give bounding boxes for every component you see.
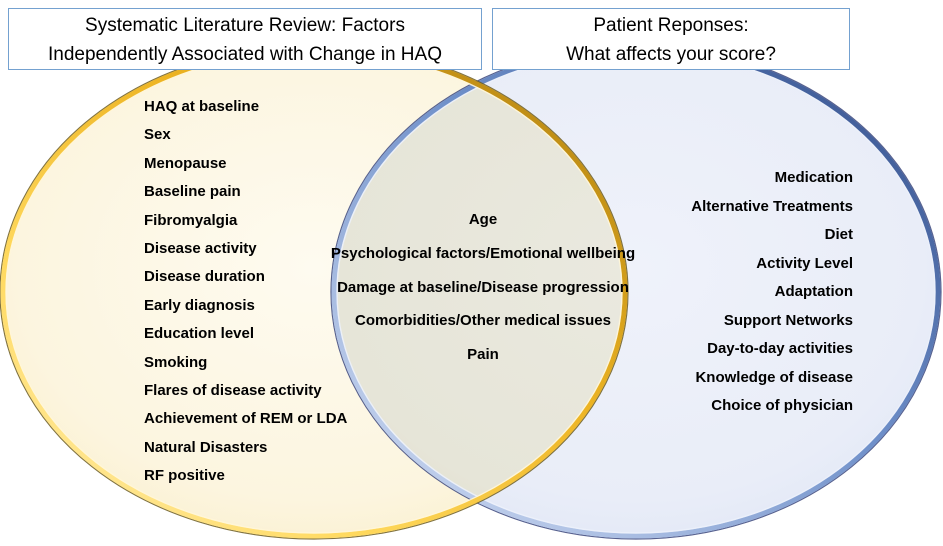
overlap-item: Comorbidities/Other medical issues (355, 312, 611, 330)
left-circle-item: HAQ at baseline (144, 98, 260, 115)
left-circle-item: Natural Disasters (144, 438, 268, 456)
title-line: Independently Associated with Change in … (48, 44, 442, 65)
left-circle-item: Fibromyalgia (144, 211, 238, 229)
overlap-item: Pain (467, 346, 499, 364)
left-circle-item: Education level (144, 325, 255, 343)
title-line: What affects your score? (566, 44, 776, 65)
overlap-region (334, 48, 625, 536)
left-circle-item: Flares of disease activity (144, 382, 322, 400)
left-circle-item: Disease duration (144, 268, 265, 286)
right-circle-item: Day-to-day activities (707, 340, 853, 357)
overlap-item: Psychological factors/Emotional wellbein… (330, 244, 636, 262)
left-circle-item: RF positive (144, 467, 225, 485)
left-circle-item: Achievement of REM or LDA (144, 410, 348, 428)
right-circle-item: Support Networks (723, 311, 853, 329)
right-circle-item: Knowledge of disease (695, 368, 853, 386)
overlap-item: Damage at baseline/Disease progression (337, 278, 629, 296)
left-circle-item: Baseline pain (144, 183, 241, 201)
overlap-item: Age (468, 211, 498, 228)
title-line: Patient Reponses: (593, 15, 749, 36)
right-circle-item: Alternative Treatments (691, 197, 853, 215)
right-circle-item: Choice of physician (711, 397, 853, 414)
title-line: Systematic Literature Review: Factors (85, 15, 405, 36)
left-circle-item: Sex (144, 126, 171, 144)
left-circle-item: Disease activity (144, 240, 257, 258)
left-circle-item: Smoking (144, 353, 208, 371)
right-title-box: Patient Reponses: What affects your score… (492, 8, 850, 70)
left-circle-item: Early diagnosis (144, 296, 255, 314)
right-circle-item: Activity Level (756, 254, 853, 272)
right-circle-item: Medication (774, 169, 853, 186)
right-circle-item: Adaptation (774, 283, 853, 300)
right-circle-item: Diet (824, 226, 853, 243)
left-circle-item: Menopause (144, 154, 227, 172)
